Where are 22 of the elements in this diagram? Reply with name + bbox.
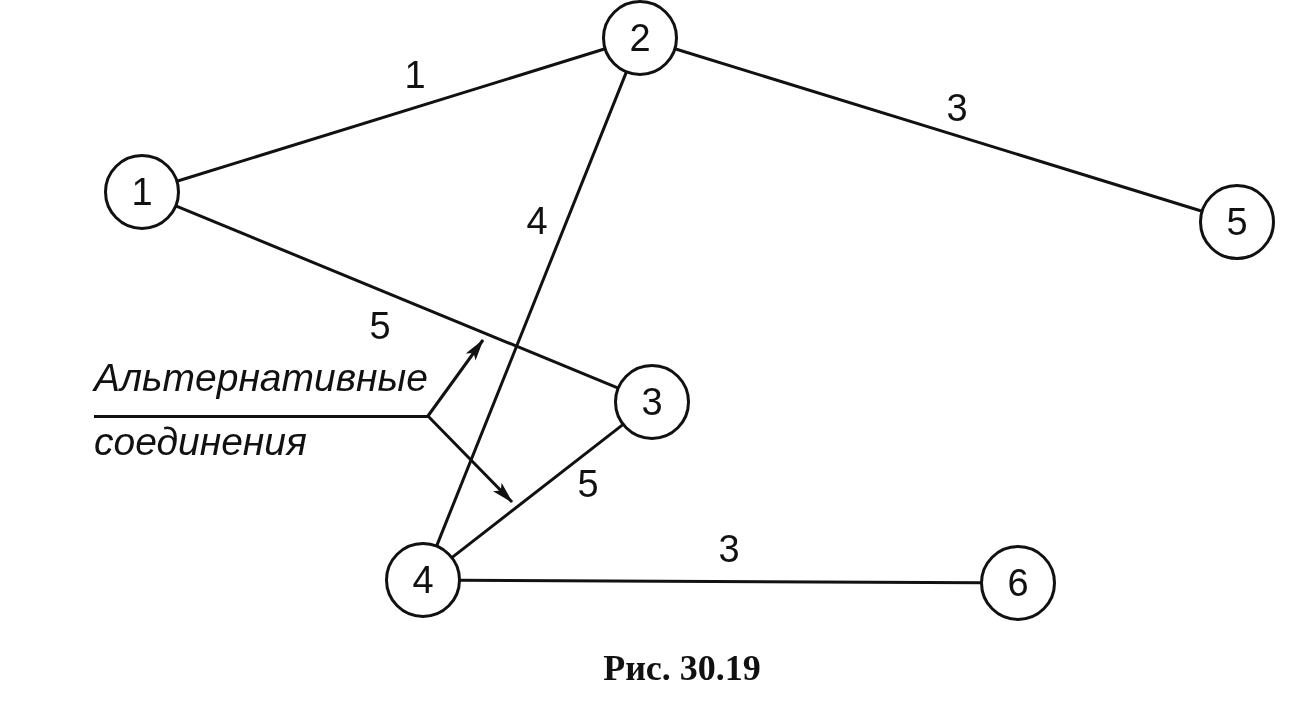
edge-label: 5 <box>577 465 599 503</box>
edge-label: 5 <box>369 307 391 345</box>
connector-line <box>459 578 982 585</box>
edge-label: 4 <box>526 202 548 240</box>
figure-caption: Рис. 30.19 <box>603 650 761 686</box>
connector-line <box>176 47 606 183</box>
arrow <box>426 339 485 417</box>
edge-label: 3 <box>946 89 968 127</box>
vertex-number: 4 <box>412 561 434 599</box>
connector-line <box>674 47 1203 213</box>
vertex-number: 3 <box>641 383 663 421</box>
vertex-number: 2 <box>629 19 651 57</box>
callout-text: Альтернативные соединения <box>94 346 428 474</box>
vertex-number: 6 <box>1007 564 1029 602</box>
edge-label: 3 <box>718 530 740 568</box>
connector-line <box>175 204 619 390</box>
vertex-number: 1 <box>131 173 153 211</box>
arrow <box>426 414 514 504</box>
connector-line <box>450 423 625 559</box>
edge-label: 1 <box>404 56 426 94</box>
vertex-number: 5 <box>1226 203 1248 241</box>
connector-line <box>435 71 628 547</box>
